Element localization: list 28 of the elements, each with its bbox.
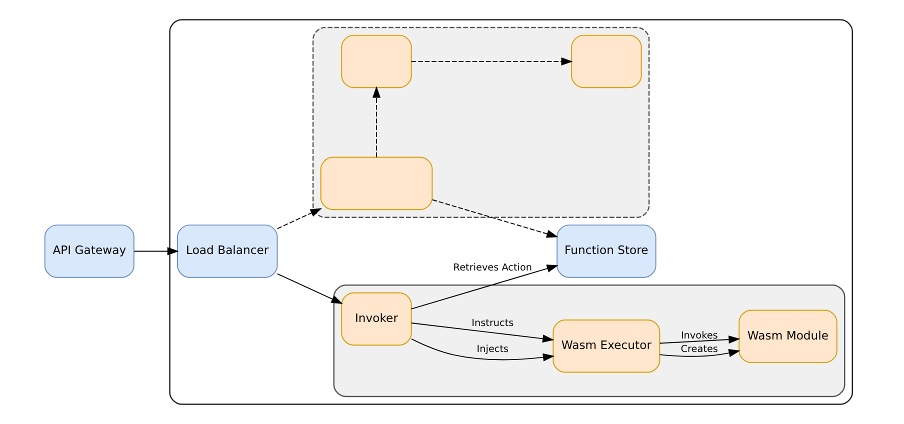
- arrow: [658, 349, 740, 357]
- arrow: [276, 208, 322, 230]
- cluster: [168, 19, 852, 405]
- node-box: Invoker: [340, 292, 412, 346]
- node-box: [570, 34, 642, 88]
- node-box: Load Balancer: [176, 224, 278, 278]
- cluster: [312, 26, 650, 218]
- arrow: [410, 322, 554, 343]
- arrow: [410, 338, 554, 362]
- arrow: [372, 86, 380, 158]
- edge-label: Creates: [680, 344, 718, 355]
- node-box: Wasm Module: [738, 310, 837, 364]
- cluster: [332, 284, 845, 398]
- edge-label: Instructs: [471, 318, 514, 329]
- node-box: [320, 156, 432, 210]
- arrow: [410, 57, 572, 66]
- arrow: [658, 336, 740, 344]
- arrow: [431, 199, 558, 238]
- edge-label: Retrieves Action: [452, 262, 532, 274]
- node-box: Function Store: [556, 224, 656, 278]
- arrow: [276, 273, 342, 304]
- arrow: [410, 264, 558, 310]
- edge-label: Injects: [476, 344, 508, 355]
- node-box: API Gateway: [44, 224, 134, 278]
- arrow: [133, 247, 178, 256]
- node-box: [340, 34, 412, 88]
- node-box: Wasm Executor: [552, 319, 660, 373]
- edge-label: Invokes: [680, 330, 718, 342]
